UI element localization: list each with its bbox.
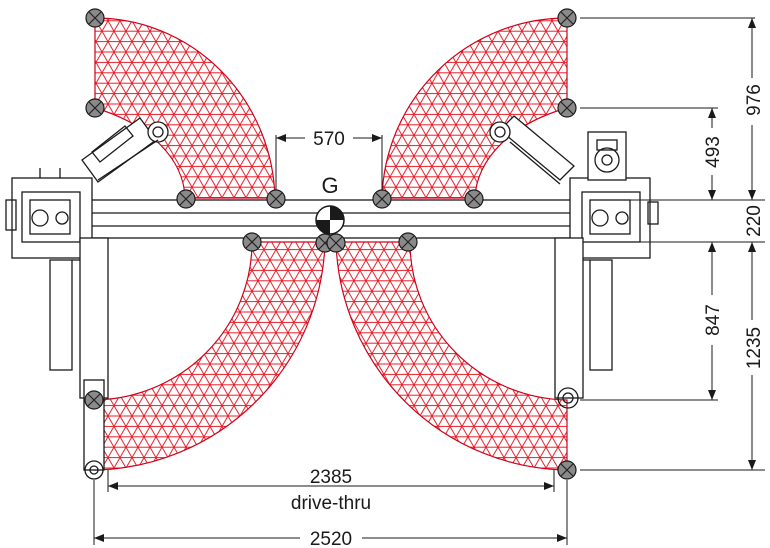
right-column bbox=[569, 131, 659, 259]
lift-pad bbox=[372, 189, 392, 209]
swing-zone-top-left bbox=[94, 17, 276, 199]
center-of-gravity-symbol bbox=[315, 205, 345, 235]
swing-zone-bottom-right bbox=[335, 241, 568, 471]
lift-pad bbox=[176, 189, 196, 209]
dim-lower-arm-offset: 847 bbox=[703, 304, 724, 336]
swing-zone-bottom-left bbox=[94, 241, 326, 471]
right-upper-arm bbox=[489, 115, 575, 185]
dim-upper-arm-offset: 493 bbox=[703, 136, 724, 168]
lift-pad bbox=[85, 98, 105, 118]
dimension-lines bbox=[93, 17, 765, 545]
lift-pad bbox=[557, 460, 577, 480]
left-column bbox=[5, 168, 93, 259]
lift-pad bbox=[266, 189, 286, 209]
lift-pad bbox=[557, 8, 577, 28]
lift-pad bbox=[326, 233, 346, 253]
lift-pad bbox=[464, 189, 484, 209]
lift-pad bbox=[84, 390, 104, 410]
dim-top-pad-offset: 976 bbox=[744, 84, 765, 116]
center-label: G bbox=[321, 173, 338, 198]
left-lower-arm bbox=[49, 237, 109, 480]
lift-pad bbox=[85, 8, 105, 28]
dim-drive-thru-width: 2385 bbox=[310, 467, 352, 488]
lift-pad bbox=[398, 232, 418, 252]
dim-column-depth: 220 bbox=[744, 205, 765, 237]
lift-pad bbox=[557, 98, 577, 118]
swing-zone-top-right bbox=[381, 17, 568, 199]
dim-bottom-pad-offset: 1235 bbox=[744, 327, 765, 369]
lift-pad bbox=[242, 232, 262, 252]
dim-arm-gap: 570 bbox=[313, 129, 345, 150]
right-lower-arm bbox=[554, 237, 613, 409]
lift-pads bbox=[84, 8, 577, 480]
dim-overall-width: 2520 bbox=[310, 529, 352, 548]
left-upper-arm bbox=[81, 117, 169, 183]
swing-zones bbox=[94, 17, 568, 471]
dim-drive-thru-label: drive-thru bbox=[291, 493, 371, 514]
